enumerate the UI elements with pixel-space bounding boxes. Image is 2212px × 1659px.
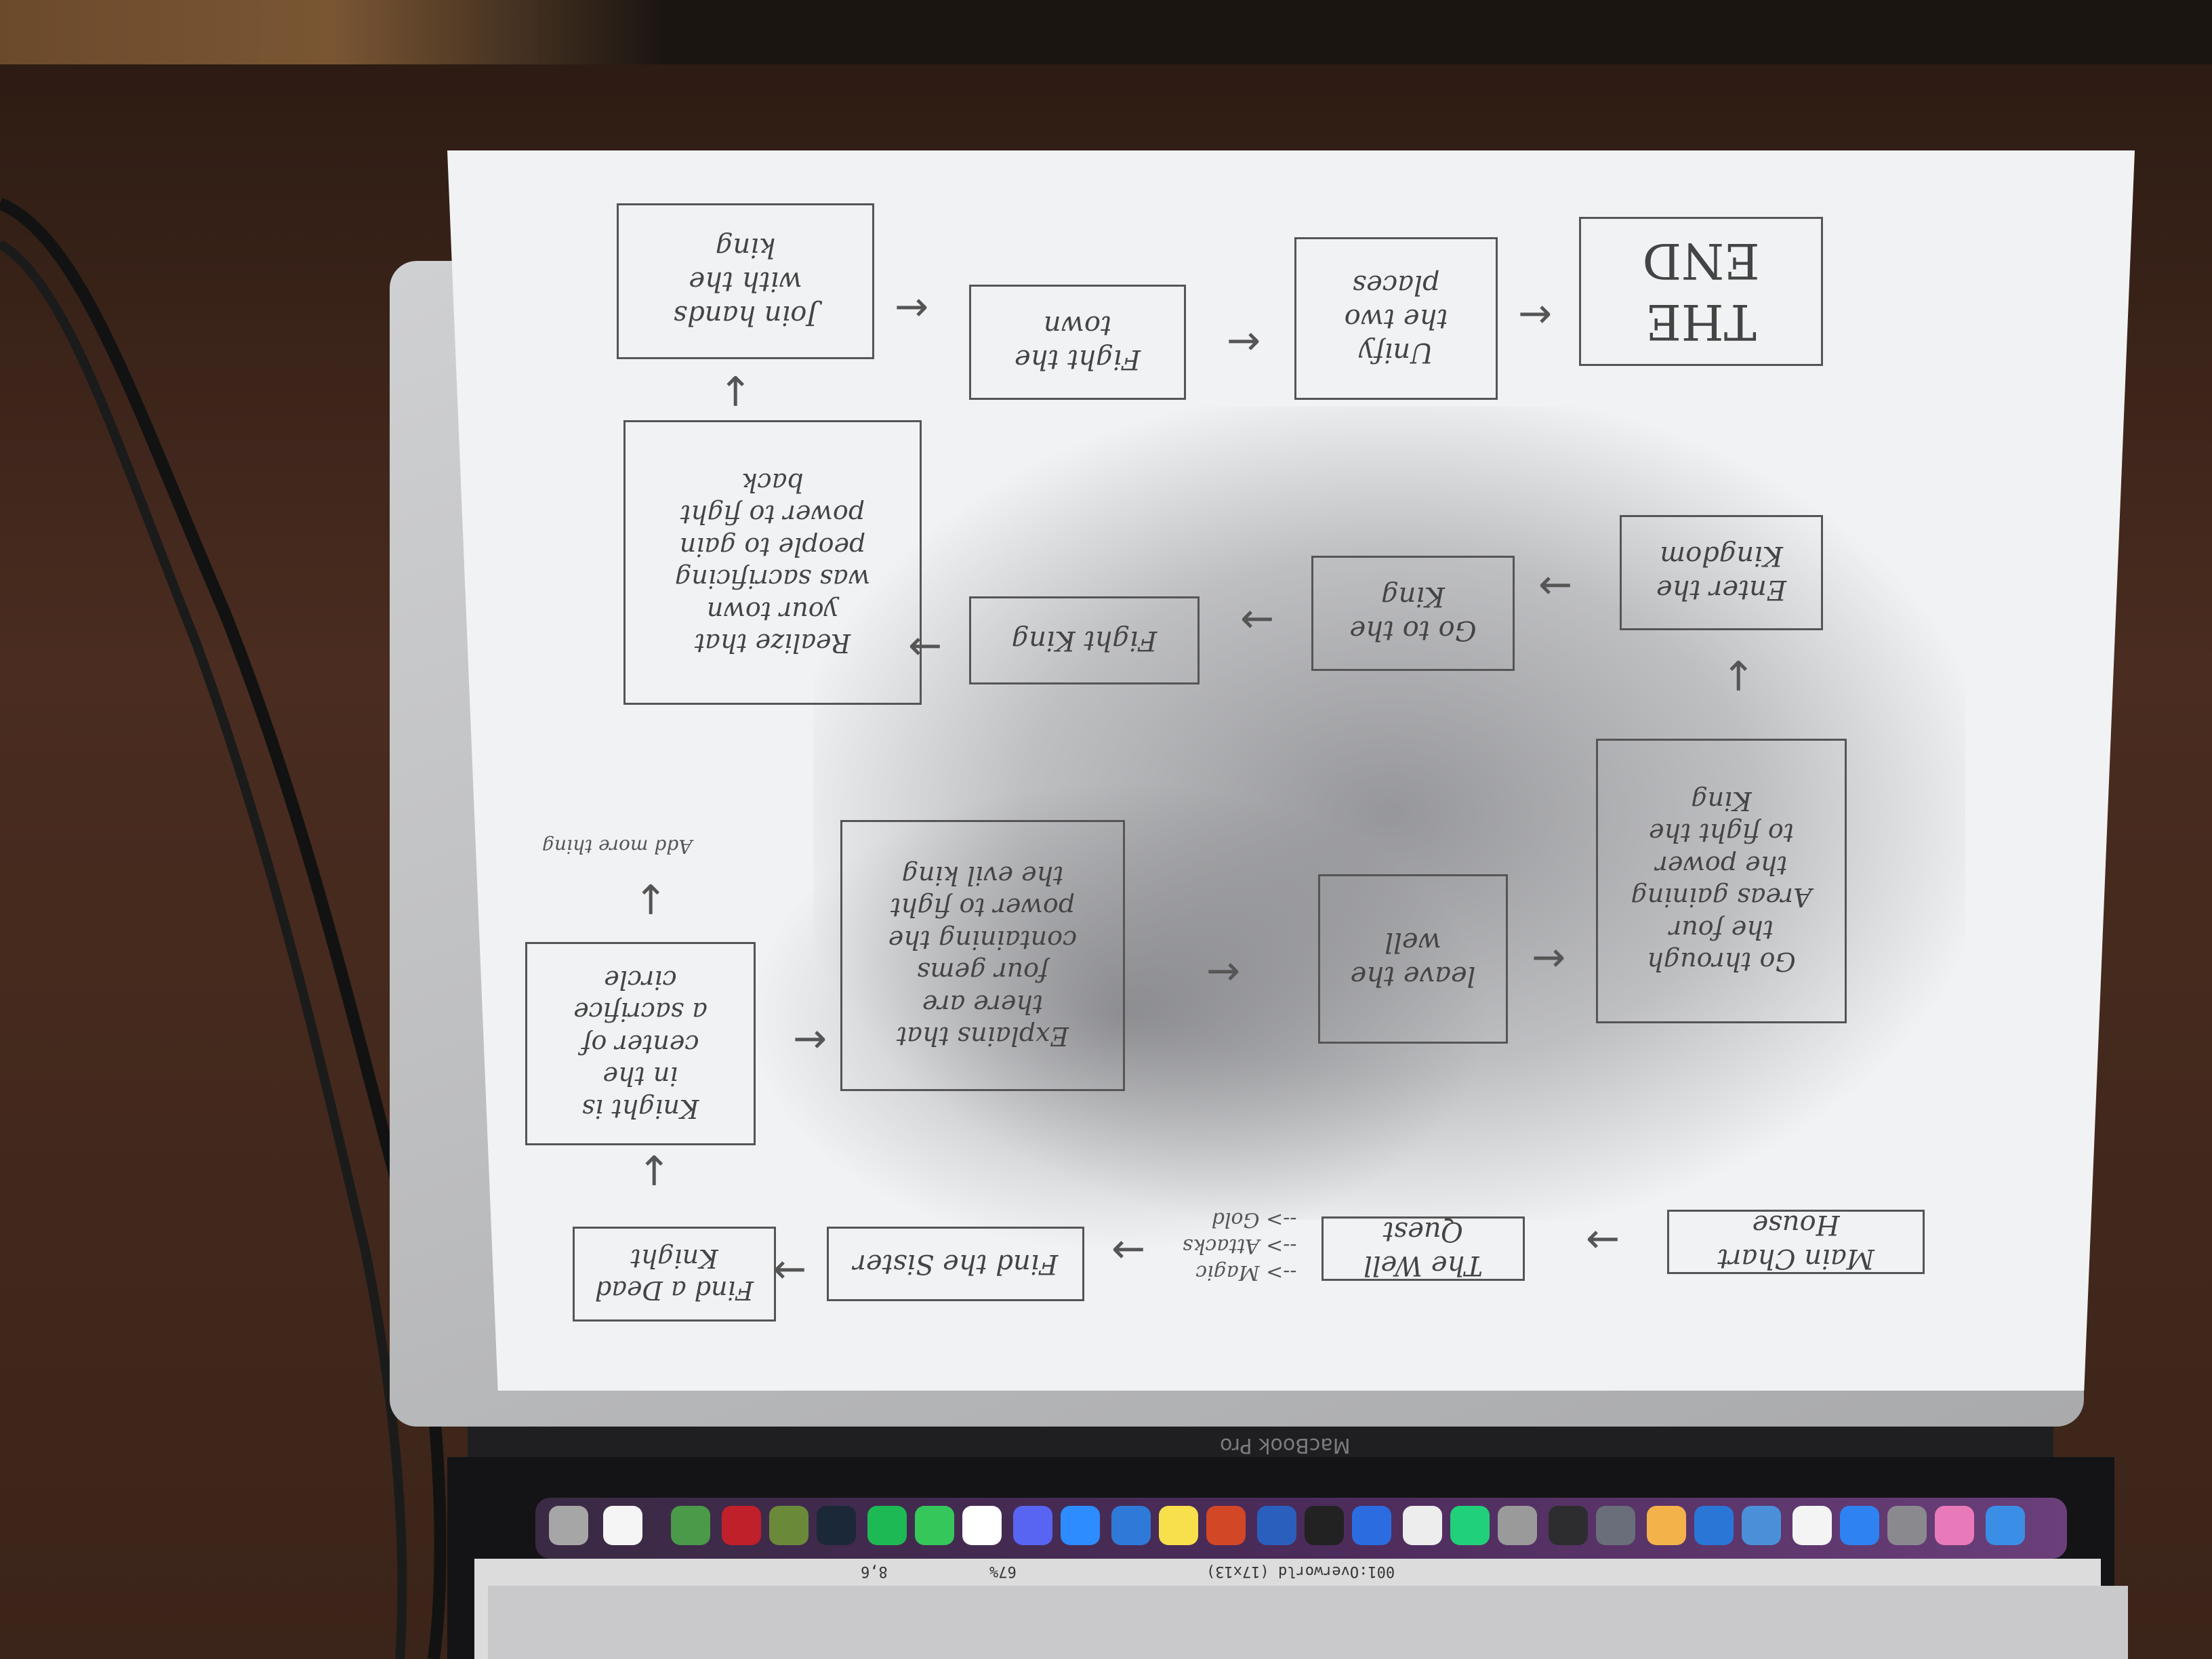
app-content bbox=[488, 1586, 2128, 1659]
flow-text: Explains that there are four gems contai… bbox=[888, 861, 1078, 1052]
flow-text: The Well Quest bbox=[1364, 1216, 1483, 1282]
note-magic: --> Magic --> Attacks --> Gold bbox=[1183, 1208, 1297, 1284]
arrow-left: → bbox=[1240, 596, 1275, 644]
arrow-right: ← bbox=[1206, 949, 1241, 996]
note-add-more: Add more thing bbox=[542, 835, 693, 858]
safari-icon[interactable] bbox=[1694, 1506, 1734, 1545]
flow-box-enter-kingdom: Enter the Kingdom bbox=[1620, 515, 1823, 630]
flow-text: Fight King bbox=[1011, 625, 1158, 656]
flow-box-find-sister: Find the Sister bbox=[827, 1227, 1084, 1301]
discord-icon[interactable] bbox=[1013, 1506, 1052, 1545]
arrow-left: → bbox=[1586, 1216, 1620, 1264]
flow-box-go-through: Go through the four Areas gaining the po… bbox=[1596, 739, 1847, 1023]
stack-icon[interactable] bbox=[1403, 1506, 1442, 1545]
laptop-hinge bbox=[468, 1427, 2053, 1460]
dock bbox=[535, 1498, 2067, 1559]
xcode-icon[interactable] bbox=[1352, 1506, 1391, 1545]
terminal-icon[interactable] bbox=[1305, 1506, 1344, 1545]
status-zoom: 67% bbox=[989, 1563, 1017, 1580]
app-store-icon[interactable] bbox=[1840, 1506, 1879, 1545]
arrow-right: ← bbox=[1532, 935, 1566, 983]
arrow-up: ↓ bbox=[1721, 651, 1756, 698]
messages-icon[interactable] bbox=[915, 1506, 954, 1545]
macbook-label: MacBook Pro bbox=[1220, 1433, 1351, 1457]
flow-text: Enter the Kingdom bbox=[1656, 540, 1787, 605]
steam-icon[interactable] bbox=[817, 1506, 856, 1545]
flow-text: Go to the King bbox=[1349, 581, 1477, 646]
word-icon[interactable] bbox=[1257, 1506, 1296, 1545]
flow-box-the-end: THE END bbox=[1579, 217, 1823, 366]
flow-box-leave-well: leave the well bbox=[1318, 874, 1508, 1044]
photos-icon[interactable] bbox=[1647, 1506, 1686, 1545]
game-character-icon[interactable] bbox=[671, 1506, 710, 1545]
obs-icon[interactable] bbox=[1549, 1506, 1588, 1545]
arrow-left: → bbox=[1538, 562, 1573, 610]
flow-box-fight-town: Fight the town bbox=[969, 285, 1186, 400]
arrow-right: ← bbox=[1227, 319, 1261, 366]
flow-text: Find the Sister bbox=[853, 1248, 1059, 1279]
flow-box-go-to-king: Go to the King bbox=[1311, 556, 1515, 671]
flow-box-unify: Unify the two places bbox=[1294, 237, 1498, 400]
flow-box-knight-circle: Knight is in the center of a sacrifice c… bbox=[525, 942, 756, 1145]
flow-text: leave the well bbox=[1350, 926, 1476, 991]
flow-text: THE END bbox=[1642, 232, 1760, 350]
arrow-right: ← bbox=[793, 1017, 827, 1064]
arrow-right: ← bbox=[895, 285, 929, 332]
slack-icon[interactable] bbox=[962, 1506, 1002, 1545]
arrow-up: ↓ bbox=[718, 366, 753, 413]
flow-box-main-chart: Main Chart House bbox=[1667, 1209, 1925, 1275]
unity-icon[interactable] bbox=[1498, 1506, 1537, 1545]
flow-box-well-quest: The Well Quest bbox=[1322, 1216, 1525, 1282]
flow-text: Knight is in the center of a sacrifice c… bbox=[573, 964, 708, 1124]
flow-text: Find a Dead Knight bbox=[594, 1244, 754, 1306]
desk-back-edge bbox=[0, 0, 2212, 64]
arrow-left: → bbox=[773, 1247, 807, 1294]
hand-shadow bbox=[813, 407, 1965, 1220]
spotify-icon[interactable] bbox=[867, 1506, 907, 1545]
pycharm-icon[interactable] bbox=[1450, 1506, 1490, 1545]
flow-text: Unify the two places bbox=[1344, 269, 1448, 368]
visual-studio-icon[interactable] bbox=[1111, 1506, 1151, 1545]
document-icon[interactable] bbox=[603, 1506, 642, 1545]
arrow-left: → bbox=[1111, 1227, 1146, 1274]
zoom-icon[interactable] bbox=[1061, 1506, 1100, 1545]
arrow-up: ↓ bbox=[634, 874, 668, 922]
flow-text: Main Chart House bbox=[1717, 1209, 1875, 1275]
calendar-icon[interactable] bbox=[1793, 1506, 1832, 1545]
flow-box-explains: Explains that there are four gems contai… bbox=[840, 820, 1125, 1091]
paper-sheet bbox=[447, 150, 2135, 1391]
powerpoint-icon[interactable] bbox=[1206, 1506, 1246, 1545]
launchpad-icon[interactable] bbox=[1935, 1506, 1974, 1545]
chrome-icon[interactable] bbox=[1742, 1506, 1781, 1545]
flow-box-fight-king: Fight King bbox=[969, 596, 1200, 684]
trash-icon[interactable] bbox=[549, 1506, 588, 1545]
flow-box-realize: Realize that your town was sacrificing p… bbox=[623, 420, 922, 705]
arrow-right: ← bbox=[1518, 291, 1553, 339]
arrow-up: ↓ bbox=[637, 1145, 672, 1193]
minecraft-icon[interactable] bbox=[769, 1506, 808, 1545]
status-coords: 8,6 bbox=[861, 1563, 888, 1580]
game-icon[interactable] bbox=[1596, 1506, 1635, 1545]
rpg-maker-icon[interactable] bbox=[722, 1506, 761, 1545]
flow-box-join-hands: Join hands with the king bbox=[617, 203, 874, 359]
status-map: 001:Overworld (17x13) bbox=[1206, 1563, 1395, 1580]
flow-text: Fight the town bbox=[1014, 310, 1141, 375]
flow-text: Join hands with the king bbox=[673, 232, 818, 331]
notes-icon[interactable] bbox=[1159, 1506, 1198, 1545]
flow-box-find-knight: Find a Dead Knight bbox=[573, 1227, 776, 1322]
hand-shadow-lower bbox=[745, 779, 1491, 1254]
flow-text: Realize that your town was sacrificing p… bbox=[674, 468, 871, 659]
system-prefs-icon[interactable] bbox=[1887, 1506, 1927, 1545]
finder-icon[interactable] bbox=[1986, 1506, 2025, 1545]
flow-text: Go through the four Areas gaining the po… bbox=[1631, 786, 1812, 977]
